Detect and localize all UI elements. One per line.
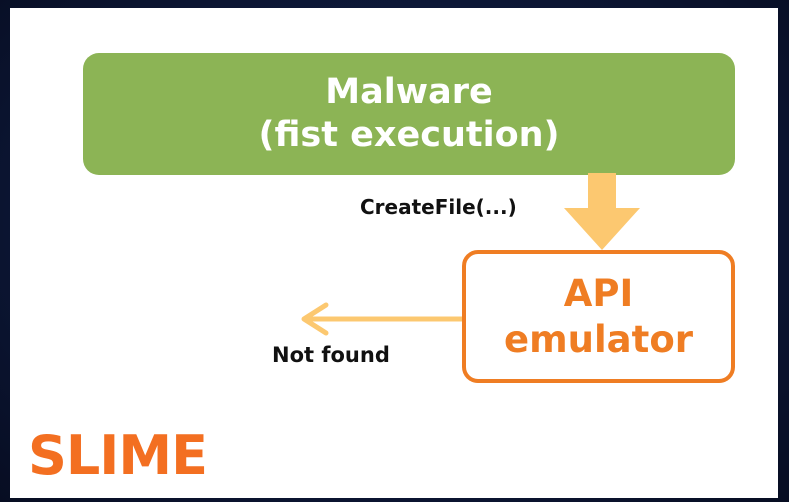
- slide: Malware (fist execution) CreateFile(...)…: [10, 8, 778, 498]
- slide-title: SLIME: [28, 424, 208, 487]
- api-emulator-sublabel: emulator: [504, 317, 693, 361]
- api-emulator-box: API emulator: [462, 250, 735, 383]
- result-label: Not found: [272, 343, 390, 367]
- call-arrow: [564, 173, 640, 250]
- return-arrow: [301, 302, 465, 336]
- malware-label: Malware: [325, 72, 493, 112]
- arrows-layer: [301, 173, 640, 336]
- malware-sublabel: (fist execution): [258, 115, 560, 155]
- api-emulator-label: API: [563, 271, 634, 315]
- malware-box: Malware (fist execution): [83, 53, 735, 175]
- api-call-label: CreateFile(...): [360, 195, 517, 219]
